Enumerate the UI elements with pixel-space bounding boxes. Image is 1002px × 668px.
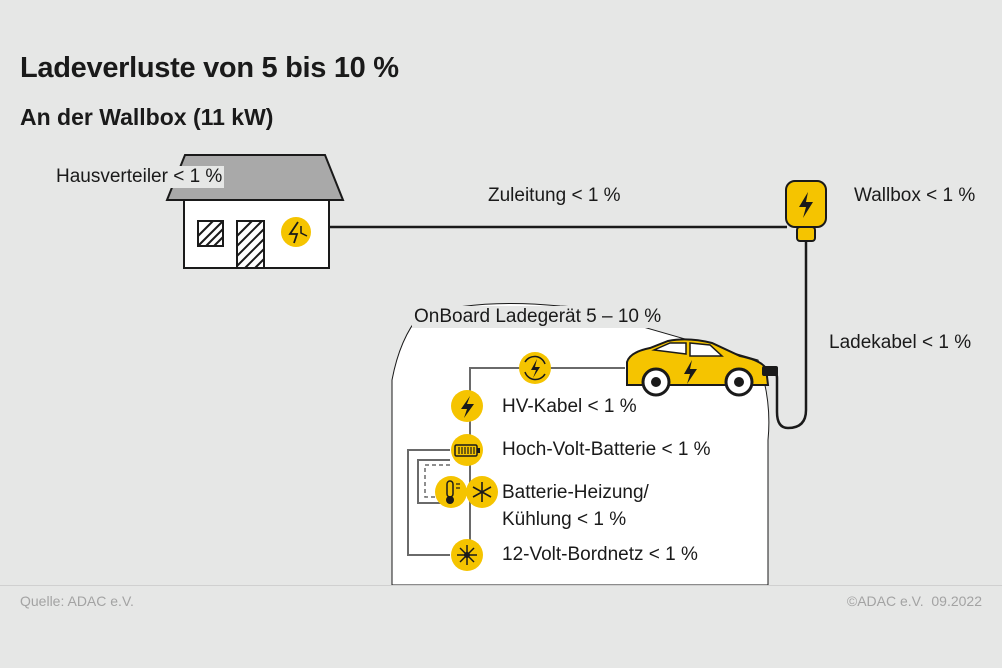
label-heizung-line2: Kühlung < 1 % [502,509,627,530]
footer-source: Quelle: ADAC e.V. [20,593,134,609]
network-icon [451,539,483,571]
charger-cycle-icon [519,352,551,384]
label-wallbox: Wallbox < 1 % [852,185,978,207]
label-ladekabel: Ladekabel < 1 % [827,332,974,354]
label-heizung-line1: Batterie-Heizung/ [502,482,649,503]
car-icon [626,338,778,397]
label-bordnetz: 12-Volt-Bordnetz < 1 % [502,544,698,565]
label-hv-batterie: Hoch-Volt-Batterie < 1 % [502,439,711,460]
label-zuleitung: Zuleitung < 1 % [486,185,623,207]
snowflake-icon [466,476,498,508]
chart-title: Ladeverluste von 5 bis 10 % [20,52,399,84]
lightning-icon [451,390,483,422]
thermometer-icon [435,476,467,508]
chart-subtitle: An der Wallbox (11 kW) [20,104,274,130]
label-hausverteiler: Hausverteiler < 1 % [54,166,225,188]
label-hv-kabel: HV-Kabel < 1 % [502,396,637,417]
battery-icon [451,434,483,466]
footer-copyright: ©ADAC e.V. 09.2022 [846,593,982,609]
footer-divider [0,585,1002,586]
label-onboard: OnBoard Ladegerät 5 – 10 % [412,306,664,328]
wallbox-icon [785,180,827,242]
charging-cable [771,241,808,430]
